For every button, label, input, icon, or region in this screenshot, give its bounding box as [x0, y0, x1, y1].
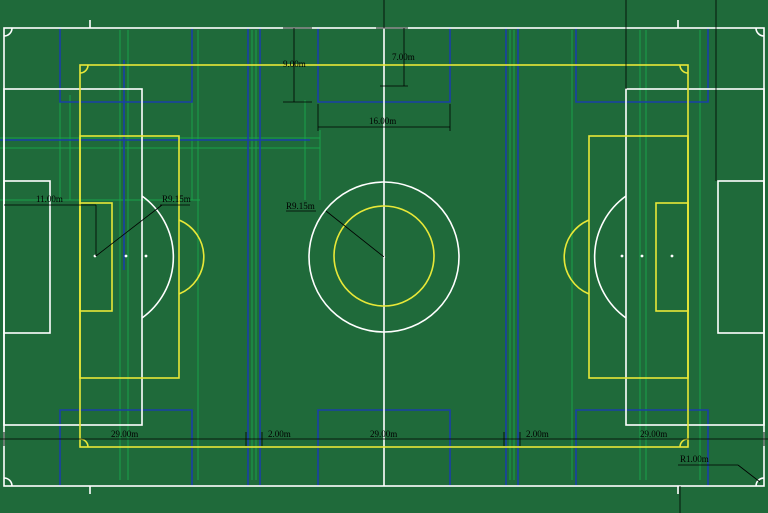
corner-arc-tl — [3, 27, 13, 37]
label-center-width: 29.00m — [370, 429, 397, 439]
green-construction-lines — [0, 30, 701, 480]
label-goal-area-depth: 9.00m — [283, 59, 306, 69]
label-goal-area-half: 7.00m — [392, 52, 415, 62]
right-goal-area — [717, 180, 765, 334]
left-goal-area — [3, 180, 51, 334]
label-corner-radius: R1.00m — [680, 454, 709, 464]
label-penalty-spot: 11.00m — [36, 194, 63, 204]
inner-right-arc — [563, 219, 590, 295]
label-right-width: 29.00m — [640, 429, 667, 439]
label-arc-radius: R9.15m — [162, 194, 191, 204]
dimension-labels: 9.00m 7.00m 16.00m 11.00m R9.15m R9.15m … — [36, 52, 709, 464]
corner-arc-tr — [755, 27, 765, 37]
center-circle — [308, 181, 460, 333]
label-gap-right: 2.00m — [526, 429, 549, 439]
label-left-width: 29.00m — [111, 429, 138, 439]
label-center-radius: R9.15m — [286, 201, 315, 211]
right-penalty-arc — [593, 195, 627, 319]
inner-left-arc — [178, 219, 205, 295]
inner-right-goal — [655, 202, 689, 312]
label-goal-area-width: 16.00m — [369, 116, 396, 126]
corner-arc-bl — [3, 477, 13, 487]
left-penalty-arc — [141, 195, 175, 319]
inner-left-goal — [79, 202, 113, 312]
inner-center-circle — [333, 205, 435, 307]
label-gap-left: 2.00m — [268, 429, 291, 439]
yellow-inner-pitch — [79, 64, 689, 448]
